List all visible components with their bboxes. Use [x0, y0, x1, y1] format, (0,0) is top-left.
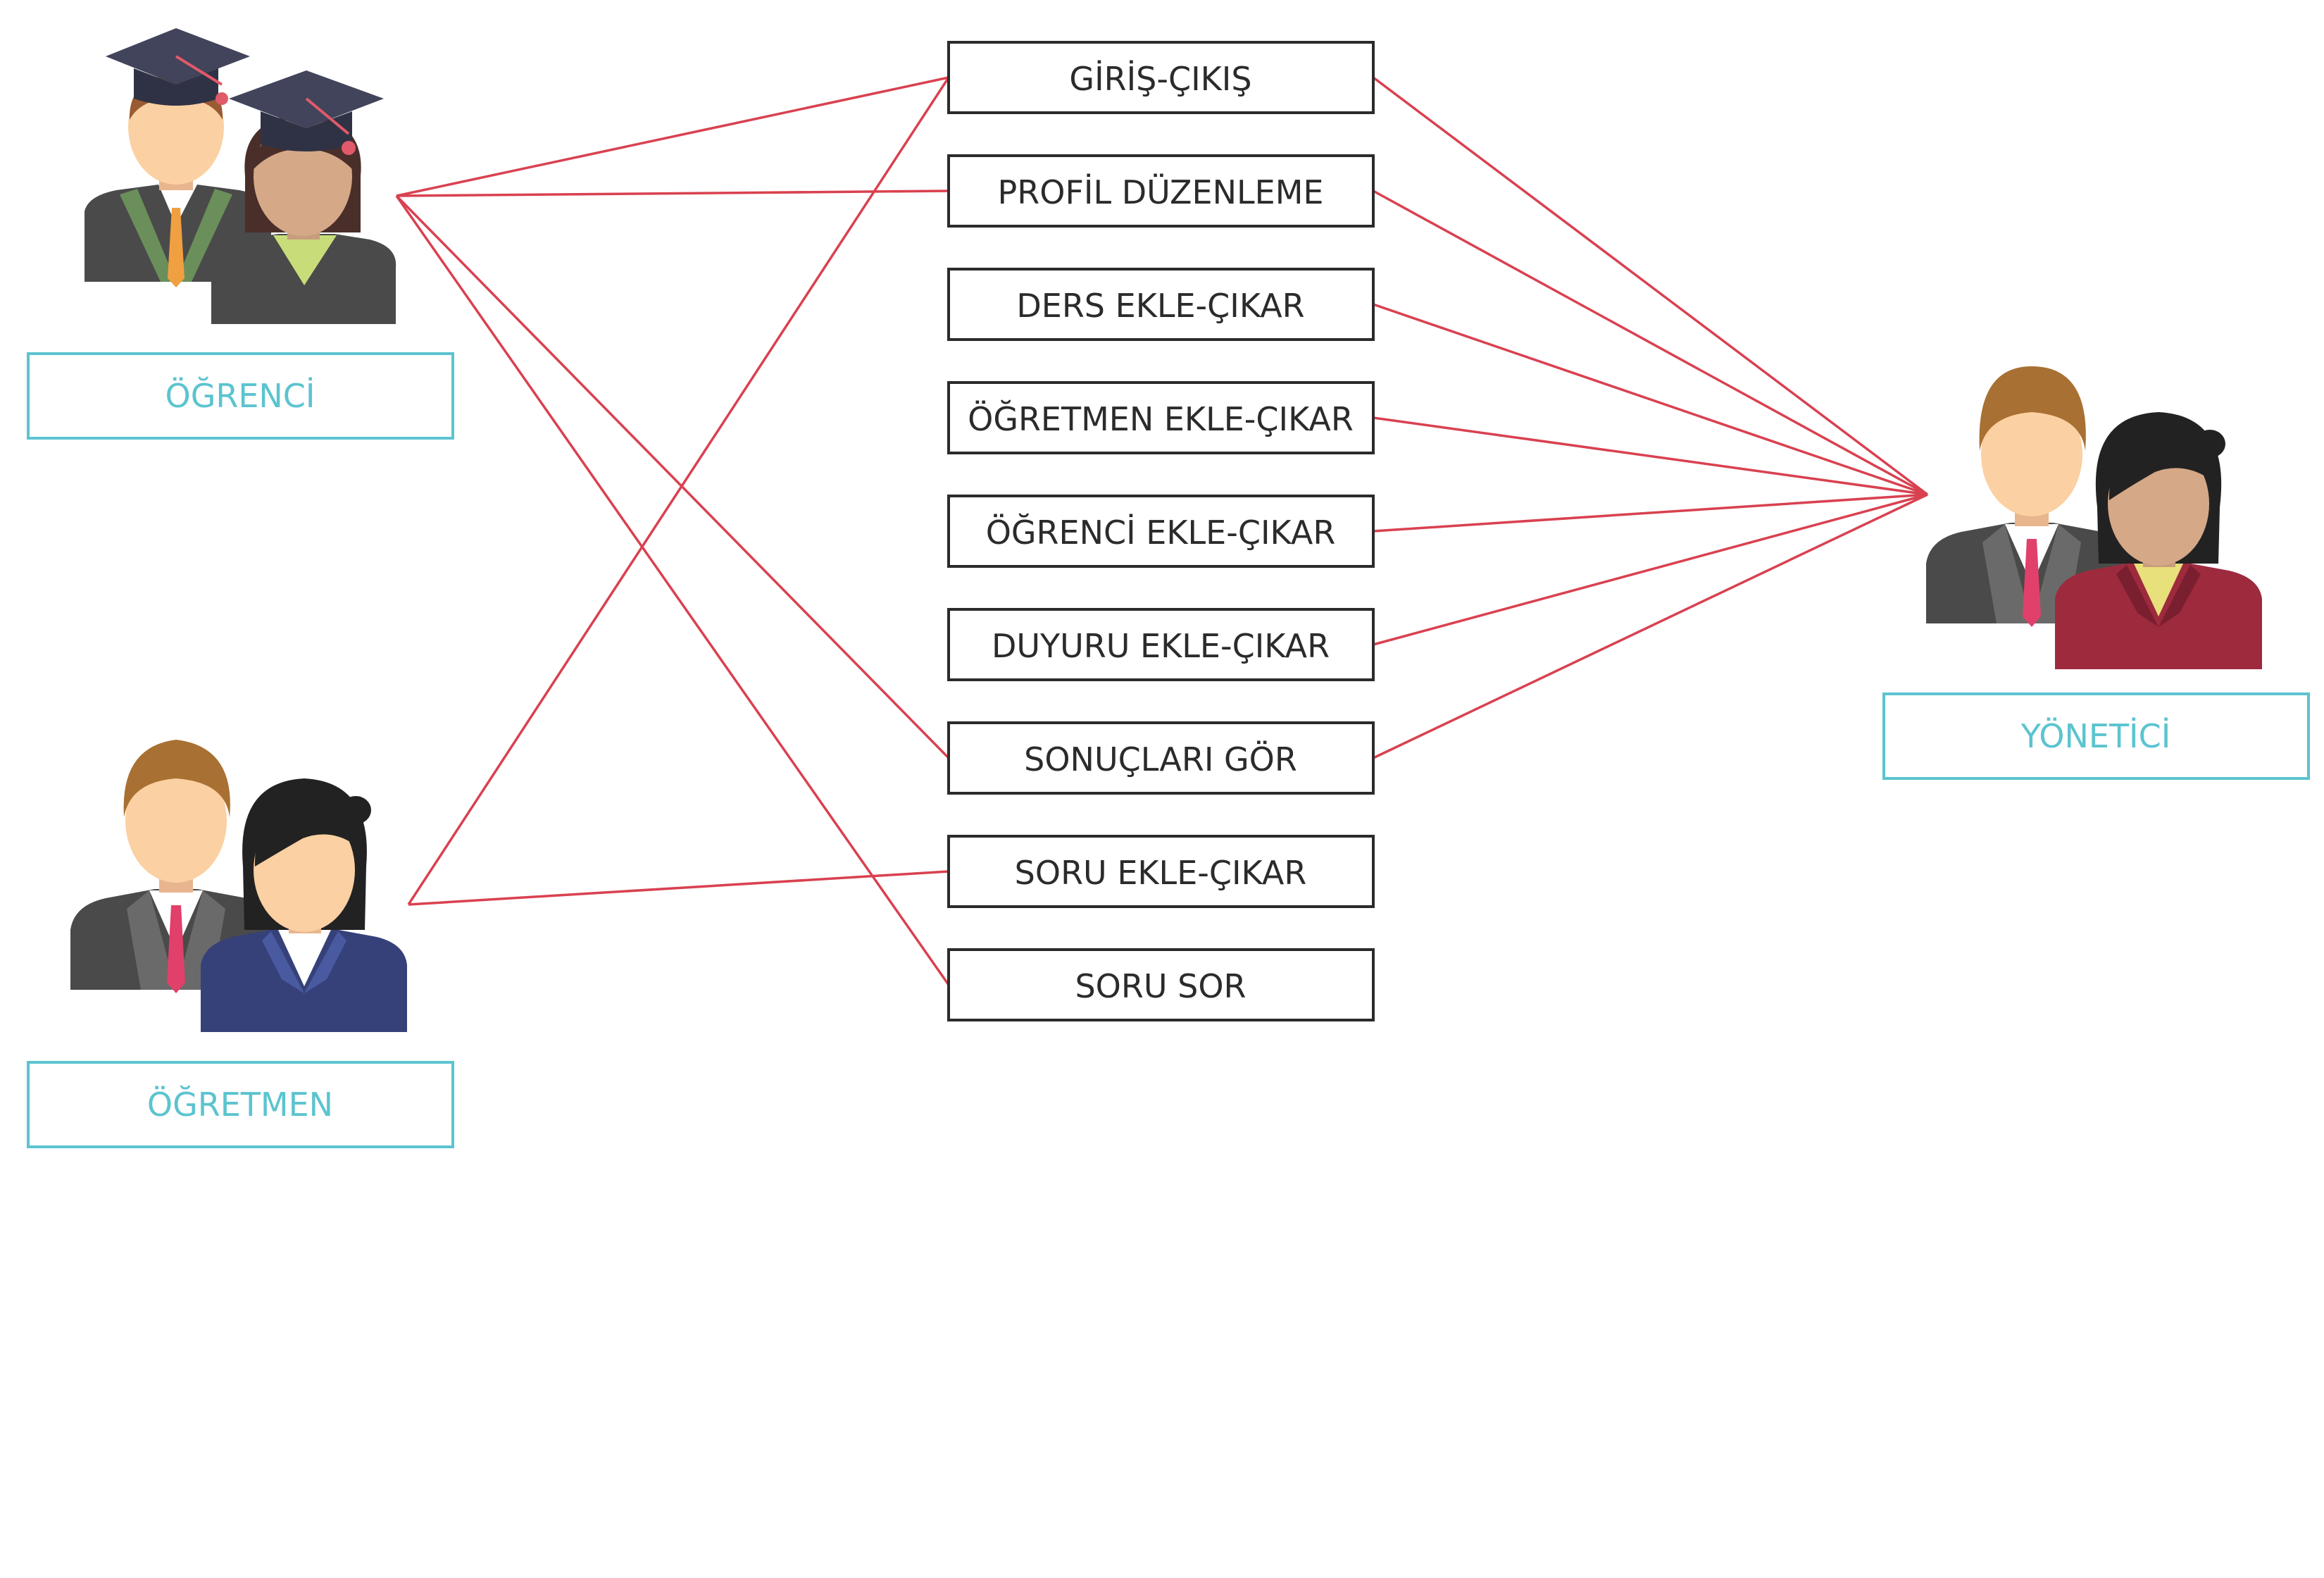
role-label-ogretmen: ÖĞRETMEN: [147, 1085, 333, 1124]
connection-line-ogretmen-7: [408, 870, 949, 906]
connection-line-ogretmen-0: [407, 77, 950, 905]
function-box-profil-duzenleme: PROFİL DÜZENLEME: [947, 154, 1375, 228]
function-box-soru-sor: SORU SOR: [947, 948, 1375, 1021]
connection-line-yonetici-1: [1373, 190, 1928, 496]
function-label: DUYURU EKLE-ÇIKAR: [992, 627, 1330, 665]
function-box-ogretmen-ekle-cikar: ÖĞRETMEN EKLE-ÇIKAR: [947, 381, 1375, 454]
student-male-figure: [85, 28, 271, 287]
role-label-yonetici: YÖNETİCİ: [2020, 717, 2171, 755]
connection-line-yonetici-4: [1373, 493, 1928, 533]
connection-line-yonetici-0: [1372, 76, 1929, 496]
teachers-icon: [70, 740, 407, 1032]
student-female-figure: [211, 70, 396, 324]
connection-line-ogrenci-1: [396, 190, 949, 197]
connection-line-ogrenci-0: [396, 76, 949, 197]
function-box-sonuclari-gor: SONUÇLARI GÖR: [947, 721, 1375, 795]
function-box-ders-ekle-cikar: DERS EKLE-ÇIKAR: [947, 268, 1375, 341]
function-label: DERS EKLE-ÇIKAR: [1016, 287, 1304, 325]
function-label: SONUÇLARI GÖR: [1024, 740, 1297, 778]
administrators-icon: [1926, 366, 2262, 669]
connection-line-yonetici-5: [1373, 493, 1928, 646]
connection-lines: [395, 76, 1929, 986]
connection-line-yonetici-2: [1373, 303, 1928, 496]
admin-female-figure: [2055, 412, 2262, 669]
connection-line-ogrenci-8: [395, 194, 950, 986]
function-label: ÖĞRENCİ EKLE-ÇIKAR: [986, 513, 1336, 552]
function-box-soru-ekle-cikar: SORU EKLE-ÇIKAR: [947, 835, 1375, 908]
role-label-ogrenci: ÖĞRENCİ: [165, 376, 316, 415]
function-box-duyuru-ekle-cikar: DUYURU EKLE-ÇIKAR: [947, 608, 1375, 681]
connection-line-yonetici-3: [1373, 416, 1928, 496]
function-label: GİRİŞ-ÇIKIŞ: [1069, 60, 1251, 98]
function-label: SORU EKLE-ÇIKAR: [1015, 854, 1307, 892]
function-box-ogrenci-ekle-cikar: ÖĞRENCİ EKLE-ÇIKAR: [947, 495, 1375, 568]
role-box-ogretmen: ÖĞRETMEN: [27, 1061, 454, 1148]
role-box-ogrenci: ÖĞRENCİ: [27, 352, 454, 440]
function-label: ÖĞRETMEN EKLE-ÇIKAR: [968, 399, 1354, 438]
connection-line-yonetici-6: [1373, 493, 1928, 759]
teacher-male-figure: [70, 740, 282, 993]
connection-line-ogrenci-6: [395, 194, 950, 759]
graduate-students-icon: [85, 28, 396, 324]
function-label: PROFİL DÜZENLEME: [998, 173, 1324, 211]
teacher-female-figure: [201, 778, 407, 1032]
function-label: SORU SOR: [1075, 967, 1246, 1005]
admin-male-figure: [1926, 366, 2137, 627]
function-box-giris-cikis: GİRİŞ-ÇIKIŞ: [947, 41, 1375, 114]
role-box-yonetici: YÖNETİCİ: [1882, 692, 2310, 780]
